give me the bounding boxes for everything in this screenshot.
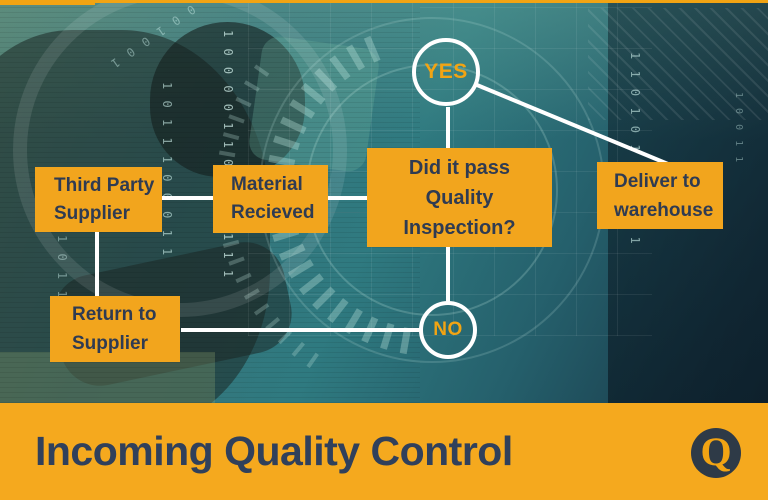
flow-node-material-received: Material Recieved [213,165,328,233]
welder-hood [150,22,305,177]
no-label: NO [433,319,463,340]
flow-node-label-line: Supplier [72,333,149,354]
footer-bar: Incoming Quality Control Q [0,403,768,500]
flow-node-quality-inspection: Did it pass Quality Inspection? [367,148,552,247]
flow-node-label-line: Return to [72,304,157,325]
flow-node-label-line: Did it pass [408,156,511,179]
flow-node-label-line: Third Party [54,174,155,196]
top-accent-bar [0,0,768,3]
brand-logo: Q [691,428,741,478]
flow-node-label-line: Recieved [231,202,315,223]
flow-node-label-line: Quality Inspection? [403,186,516,239]
binary-column: 1 0 0 1 1 [733,92,744,165]
no-decision-circle: NO [419,301,477,359]
page-title: Incoming Quality Control [35,428,513,474]
flow-node-third-party-supplier: Third Party Supplier [35,167,162,232]
flow-node-label-line: warehouse [614,199,714,221]
yes-decision-circle: YES [412,38,480,106]
flow-node-deliver-to-warehouse: Deliver to warehouse [597,162,723,229]
hatch-overlay [588,8,768,120]
flow-node-return-to-supplier: Return to Supplier [50,296,180,362]
top-accent-bar-left [0,0,95,5]
flow-node-label-line: Material [231,174,303,195]
q-letter-icon: Q [700,428,732,474]
flow-node-label-line: Deliver to [614,170,701,192]
yes-label: YES [424,60,468,83]
flow-node-label-line: Supplier [54,202,131,224]
